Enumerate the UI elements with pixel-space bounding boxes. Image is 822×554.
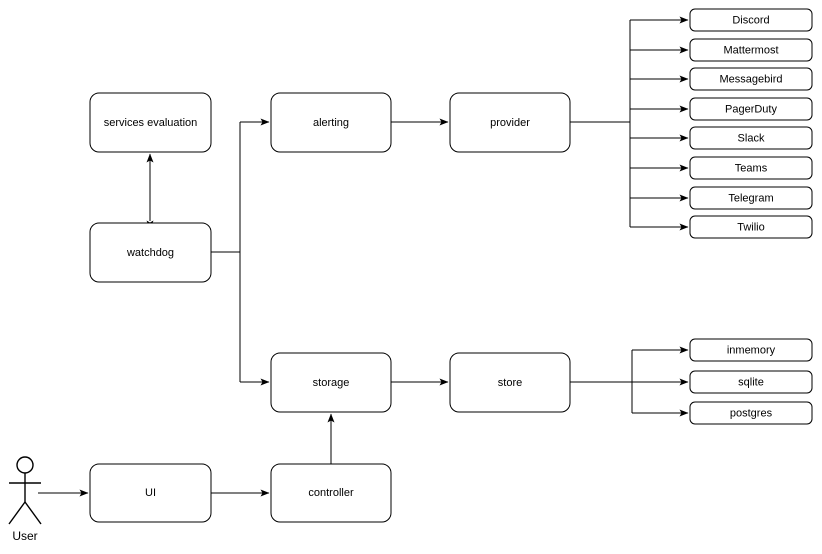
node-services-evaluation-box[interactable] — [89, 92, 212, 153]
provider-target-twilio[interactable]: Twilio — [689, 215, 813, 239]
store-target-sqlite[interactable]: sqlite — [689, 370, 813, 394]
store-targets-layer: inmemory sqlite postgres — [689, 338, 813, 425]
provider-branch-lines — [630, 16, 689, 231]
store-target-inmemory-box[interactable] — [689, 338, 813, 362]
node-alerting-label: alerting — [313, 117, 349, 129]
node-store-box[interactable] — [449, 352, 571, 413]
node-alerting-box[interactable] — [270, 92, 392, 153]
nodes-layer: services evaluation watchdog alerting pr… — [89, 92, 571, 523]
provider-target-twilio-label: Twilio — [737, 221, 765, 233]
node-services-evaluation-label: services evaluation — [104, 117, 198, 129]
node-watchdog[interactable]: watchdog — [89, 222, 212, 283]
store-target-postgres[interactable]: postgres — [689, 401, 813, 425]
provider-target-pagerduty-box[interactable] — [689, 97, 813, 121]
provider-target-mattermost[interactable]: Mattermost — [689, 38, 813, 62]
provider-target-discord-label: Discord — [732, 14, 769, 26]
provider-target-messagebird-box[interactable] — [689, 67, 813, 91]
node-store[interactable]: store — [449, 352, 571, 413]
node-watchdog-label: watchdog — [126, 247, 174, 259]
store-branch-lines — [632, 346, 689, 417]
provider-target-telegram-box[interactable] — [689, 186, 813, 210]
node-services-evaluation[interactable]: services evaluation — [89, 92, 212, 153]
provider-target-discord-box[interactable] — [689, 8, 813, 32]
actor-leg-left-icon — [8, 501, 26, 525]
actor-user-label: User — [12, 529, 37, 543]
provider-target-slack-label: Slack — [738, 132, 765, 144]
node-ui[interactable]: UI — [89, 463, 212, 523]
provider-targets-layer: DiscordMattermostMessagebirdPagerDutySla… — [689, 8, 813, 239]
provider-target-twilio-box[interactable] — [689, 215, 813, 239]
store-target-sqlite-box[interactable] — [689, 370, 813, 394]
node-storage-label: storage — [313, 377, 350, 389]
provider-target-telegram[interactable]: Telegram — [689, 186, 813, 210]
provider-target-slack-box[interactable] — [689, 126, 813, 150]
provider-target-slack[interactable]: Slack — [689, 126, 813, 150]
provider-target-discord[interactable]: Discord — [689, 8, 813, 32]
provider-target-messagebird[interactable]: Messagebird — [689, 67, 813, 91]
store-target-inmemory[interactable]: inmemory — [689, 338, 813, 362]
node-watchdog-box[interactable] — [89, 222, 212, 283]
provider-target-teams-label: Teams — [735, 162, 768, 174]
provider-target-pagerduty[interactable]: PagerDuty — [689, 97, 813, 121]
actor-user[interactable]: User — [8, 456, 42, 543]
node-ui-box[interactable] — [89, 463, 212, 523]
store-target-sqlite-label: sqlite — [738, 376, 764, 388]
provider-target-teams[interactable]: Teams — [689, 156, 813, 180]
node-ui-label: UI — [145, 487, 156, 499]
node-provider-box[interactable] — [449, 92, 571, 153]
store-target-postgres-label: postgres — [730, 407, 773, 419]
node-store-label: store — [498, 377, 522, 389]
node-controller-label: controller — [308, 487, 354, 499]
provider-target-pagerduty-label: PagerDuty — [725, 103, 777, 115]
node-alerting[interactable]: alerting — [270, 92, 392, 153]
node-controller[interactable]: controller — [270, 463, 392, 523]
provider-target-mattermost-label: Mattermost — [723, 44, 778, 56]
store-target-postgres-box[interactable] — [689, 401, 813, 425]
node-controller-box[interactable] — [270, 463, 392, 523]
provider-target-telegram-label: Telegram — [728, 192, 773, 204]
node-storage[interactable]: storage — [270, 352, 392, 413]
actor-leg-right-icon — [24, 501, 42, 525]
provider-target-mattermost-box[interactable] — [689, 38, 813, 62]
node-provider-label: provider — [490, 117, 530, 129]
provider-target-teams-box[interactable] — [689, 156, 813, 180]
node-provider[interactable]: provider — [449, 92, 571, 153]
node-storage-box[interactable] — [270, 352, 392, 413]
actor-head-icon — [16, 456, 34, 474]
provider-target-messagebird-label: Messagebird — [720, 73, 783, 85]
edges-layer — [38, 16, 689, 497]
store-target-inmemory-label: inmemory — [727, 344, 776, 356]
